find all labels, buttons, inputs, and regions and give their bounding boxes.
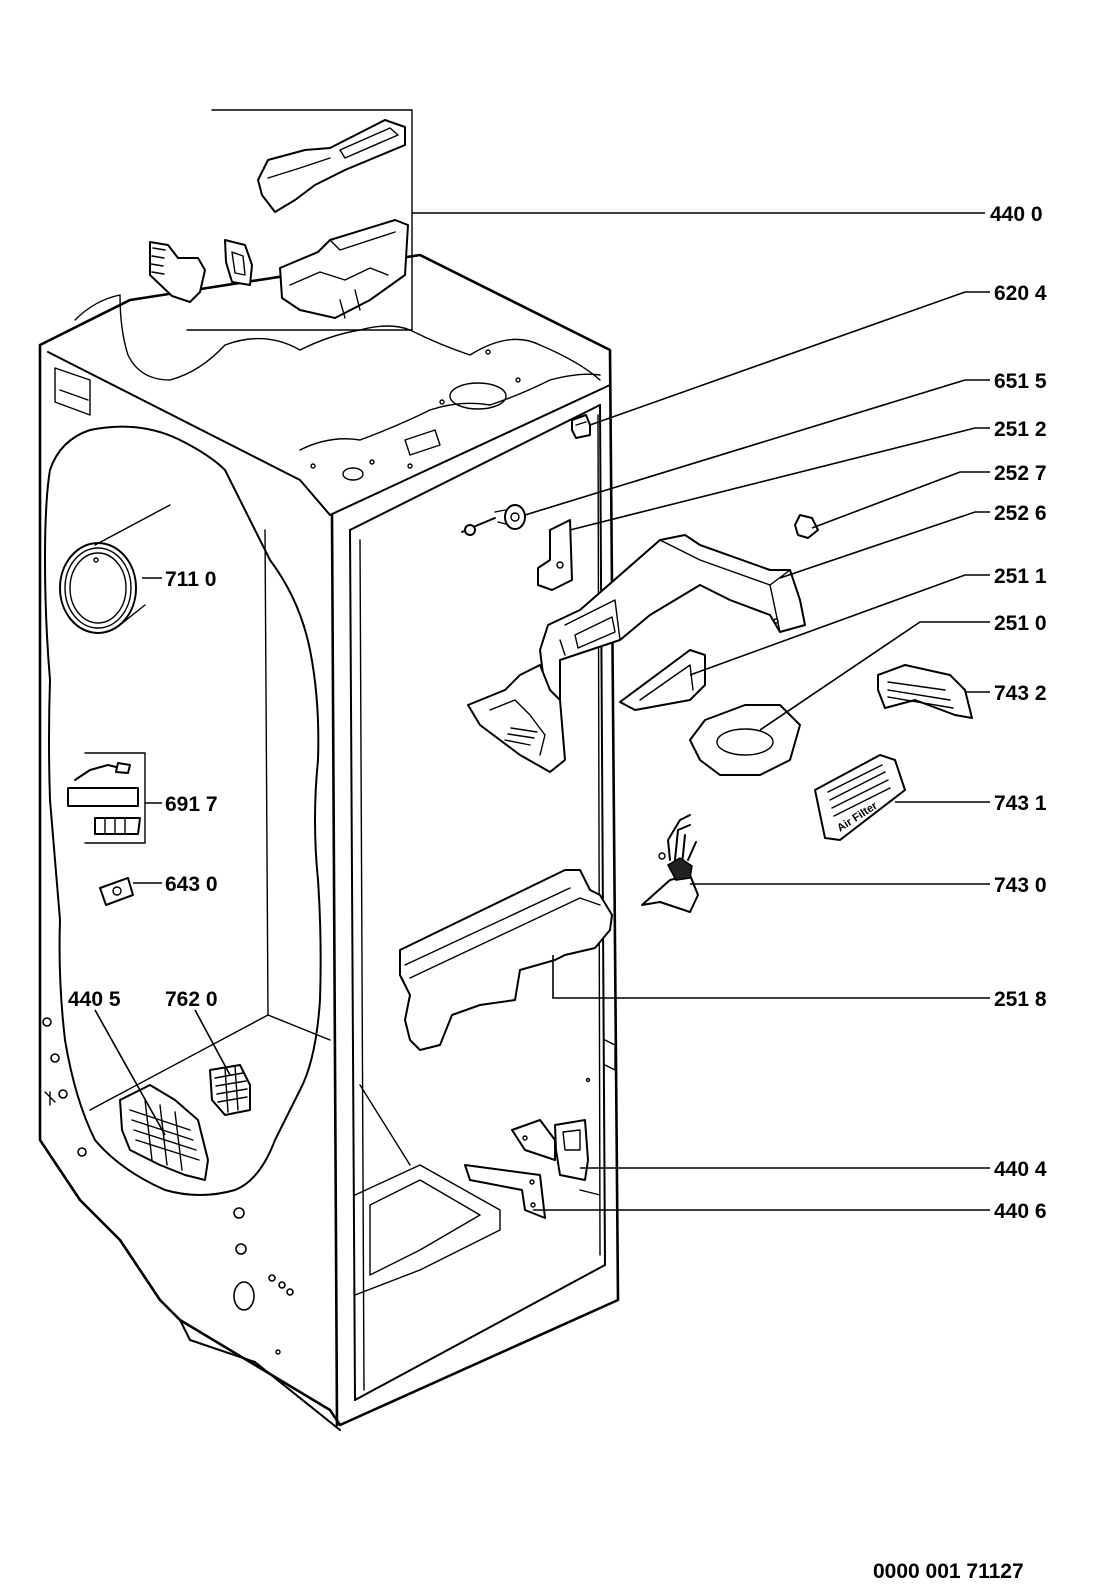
sensor-651-5 [461,504,526,536]
air-filter-743-1: Air Filter [814,754,906,841]
rail-251-8 [399,869,613,1051]
label-691-7: 691 7 [165,793,218,816]
wiring-743-0 [641,814,699,913]
label-440-0: 440 0 [990,203,1043,226]
label-743-1: 743 1 [994,792,1047,815]
grille-743-2 [877,664,973,719]
part-labels: 440 0 620 4 651 5 251 2 252 7 252 6 251 … [68,203,1047,1583]
label-251-1: 251 1 [994,565,1047,588]
label-440-4: 440 4 [994,1158,1047,1181]
label-252-6: 252 6 [994,502,1047,525]
label-620-4: 620 4 [994,282,1047,305]
inset-691-7 [67,752,146,844]
gasket-251-0 [689,704,801,776]
label-651-5: 651 5 [994,370,1047,393]
plate-643-0 [99,877,134,906]
bracket-440-4 [511,1119,589,1181]
label-440-6: 440 6 [994,1200,1047,1223]
label-743-0: 743 0 [994,874,1047,897]
plate-251-2 [537,519,573,591]
label-251-8: 251 8 [994,988,1047,1011]
reference-code: 0000 001 71127 [873,1560,1024,1583]
duct-housing-252-6 [467,534,806,773]
bracket-251-1 [619,649,706,711]
label-251-2: 251 2 [994,418,1047,441]
label-252-7: 252 7 [994,462,1047,485]
knob-252-7 [794,514,819,539]
top-inset-box [149,109,413,331]
label-711-0: 711 0 [165,568,216,591]
bracket-440-6 [464,1164,546,1219]
label-762-0: 762 0 [165,988,218,1011]
label-251-0: 251 0 [994,612,1047,635]
coil-711-0 [59,504,171,634]
label-643-0: 643 0 [165,873,218,896]
label-440-5: 440 5 [68,988,121,1011]
label-743-2: 743 2 [994,682,1047,705]
leader-lines [94,212,990,1211]
cabinet-body [38,253,620,1431]
filter-block-762-0 [209,1064,251,1116]
clip-620-4 [571,414,591,439]
